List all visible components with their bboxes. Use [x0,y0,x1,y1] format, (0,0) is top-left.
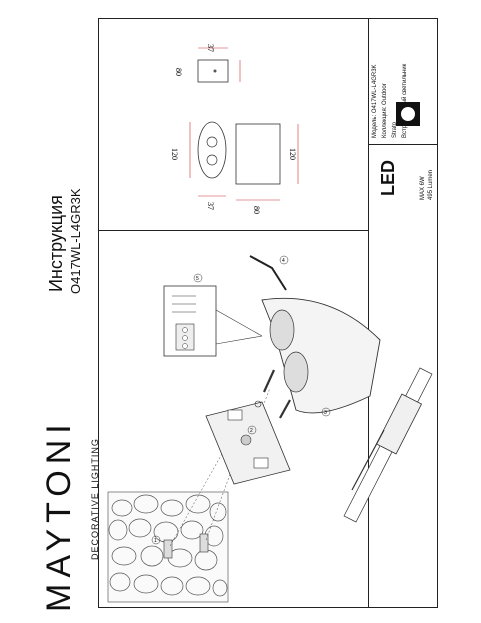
dim-120-right: 120 [288,148,297,160]
mounting-plate [205,401,291,485]
wiring-detail [163,285,263,357]
callout-3-label: 3 [324,410,327,416]
allen-key-icon [249,255,287,291]
dimension-view-front [189,121,227,197]
spec-row-divider [368,144,438,145]
callout-5-label: 5 [196,276,199,282]
dim-120-left: 120 [170,148,179,160]
callout-2-label: 2 [250,428,253,434]
spec-column-divider [368,18,369,608]
fixture-thumbnail-circle [401,107,415,121]
screwdriver-icon [343,367,433,523]
screw-icon [254,369,291,419]
callout-3 [321,407,331,417]
callout-1 [151,535,161,545]
callout-4 [279,255,289,265]
dim-37-top: 37 [206,44,215,52]
fixture-body [261,297,381,414]
callout-1-label: 1 [154,538,157,544]
dim-80-bottom: 80 [252,206,261,214]
callout-5 [193,273,203,283]
dimension-view-top [197,47,241,83]
frame-left-edge [98,230,99,608]
callout-2 [247,425,257,435]
dimensions-divider [98,230,368,231]
callout-4-label: 4 [282,258,285,264]
wall-plug-icon [163,533,209,559]
dimension-view-side [235,123,299,201]
dim-80-top: 80 [174,68,183,76]
dim-37-bottom: 37 [206,202,215,210]
